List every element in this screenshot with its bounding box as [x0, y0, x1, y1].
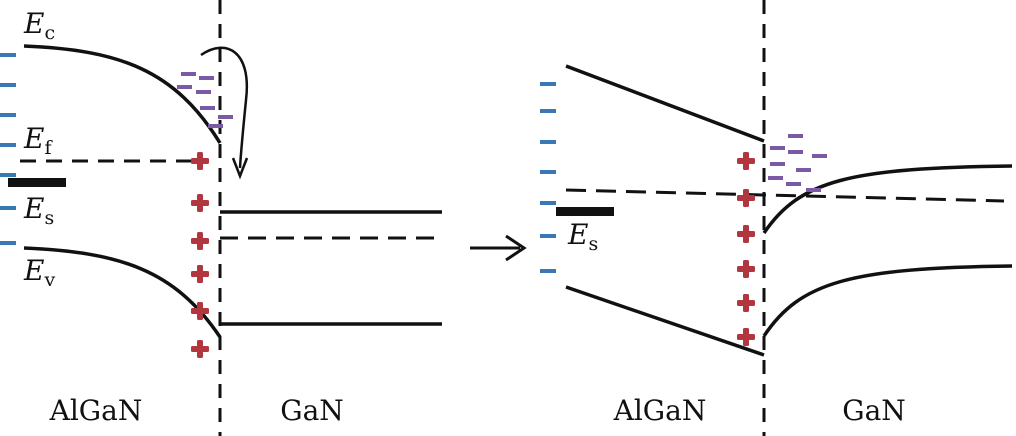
right-fermi-level	[565, 188, 1005, 203]
electron-icon	[796, 168, 811, 172]
left-negative-charges	[0, 53, 16, 245]
right-positive-charges	[737, 152, 755, 346]
minus-icon	[540, 201, 556, 205]
electron-icon	[786, 182, 801, 186]
left-electrons	[177, 72, 233, 128]
right-surface-state-bar	[556, 207, 614, 216]
plus-icon	[737, 189, 755, 207]
left-region-algan: AlGaN	[49, 394, 143, 427]
left-region-gan: GaN	[280, 394, 344, 427]
minus-icon	[540, 234, 556, 238]
minus-icon	[0, 53, 16, 57]
left-valence-label: Ev	[23, 254, 55, 291]
right-region-algan: AlGaN	[613, 394, 707, 427]
plus-icon	[737, 152, 755, 170]
minus-icon	[540, 109, 556, 113]
electron-icon	[177, 85, 192, 89]
electron-icon	[770, 162, 785, 166]
plus-icon	[737, 328, 755, 346]
left-conduction-band-algan	[23, 44, 222, 144]
electron-icon	[200, 106, 215, 110]
minus-icon	[540, 140, 556, 144]
curved-arrow-icon	[200, 46, 249, 180]
electron-icon	[768, 176, 783, 180]
minus-icon	[540, 269, 556, 273]
electron-icon	[218, 115, 233, 119]
plus-icon	[191, 194, 209, 212]
electron-icon	[199, 76, 214, 80]
plus-icon	[737, 225, 755, 243]
minus-icon	[540, 170, 556, 174]
minus-icon	[0, 113, 16, 117]
minus-icon	[0, 206, 16, 210]
minus-icon	[0, 83, 16, 87]
left-fermi-label: Ef	[23, 122, 53, 159]
plus-icon	[737, 294, 755, 312]
left-valence-band-algan	[23, 246, 222, 338]
left-conduction-label: Ec	[23, 7, 55, 44]
plus-icon	[191, 232, 209, 250]
right-panel: Es AlGaN GaN	[540, 0, 1013, 436]
electron-icon	[208, 124, 223, 128]
minus-icon	[0, 241, 16, 245]
electron-icon	[181, 72, 196, 76]
right-arrow-icon	[470, 234, 527, 262]
left-panel: Ec Ef Es Ev AlGaN GaN	[0, 0, 442, 436]
electron-icon	[788, 150, 803, 154]
plus-icon	[191, 340, 209, 358]
right-surface-label: Es	[567, 218, 598, 255]
right-negative-charges	[540, 82, 556, 273]
right-valence-band-algan	[565, 285, 765, 357]
right-region-gan: GaN	[842, 394, 906, 427]
electron-icon	[196, 90, 211, 94]
minus-icon	[0, 143, 16, 147]
electron-icon	[806, 188, 821, 192]
electron-icon	[812, 154, 827, 158]
right-conduction-band-gan	[762, 164, 1013, 234]
plus-icon	[191, 265, 209, 283]
right-valence-band-gan	[762, 264, 1013, 337]
plus-icon	[191, 152, 209, 170]
minus-icon	[0, 173, 16, 177]
right-conduction-band-algan	[565, 64, 765, 143]
left-surface-state-bar	[8, 178, 66, 187]
left-surface-label: Es	[23, 192, 54, 229]
plus-icon	[737, 260, 755, 278]
electron-icon	[770, 146, 785, 150]
electron-icon	[788, 134, 803, 138]
minus-icon	[540, 82, 556, 86]
right-electrons	[768, 134, 827, 192]
left-positive-charges	[191, 152, 209, 358]
